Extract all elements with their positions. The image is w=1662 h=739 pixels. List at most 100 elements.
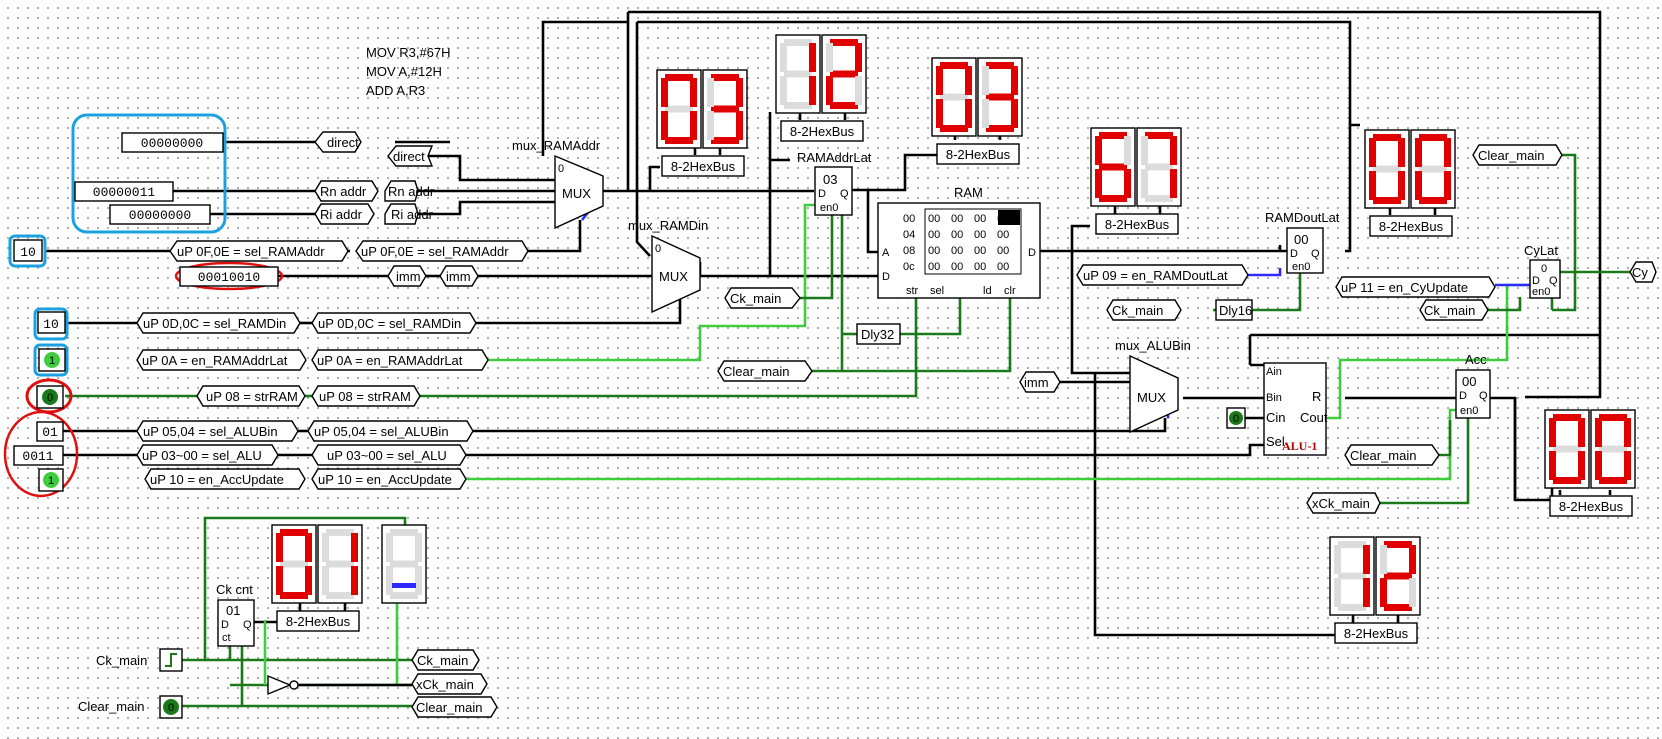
clock-wave-icon — [165, 653, 177, 667]
display-segment — [1011, 66, 1018, 95]
tunnel-label: uP 10 = en_AccUpdate — [150, 472, 284, 487]
display-segment — [690, 78, 697, 107]
ram-cell: 67 — [997, 213, 1009, 225]
hexbus-block[interactable] — [780, 120, 864, 142]
display-segment — [711, 74, 739, 81]
blue-highlight-frame — [33, 307, 69, 341]
display-segment — [690, 111, 697, 140]
tunnel-label: uP 0A = en_RAMAddrLat — [317, 353, 463, 368]
display-segment — [1095, 169, 1102, 198]
mux-ramdin[interactable] — [651, 234, 701, 314]
hex-display-acc: 8-2HexBus — [1544, 409, 1636, 517]
hexbus-block[interactable] — [276, 610, 360, 632]
display-segment — [1145, 132, 1173, 139]
pin-label: D — [1028, 247, 1036, 259]
component-label: mux_ALUBin — [1115, 338, 1191, 353]
en-ramaddrlat-value: 1 — [49, 355, 55, 367]
delay-32[interactable] — [856, 323, 901, 345]
alu-block[interactable] — [1263, 362, 1327, 456]
sel-ramaddr-pin[interactable] — [13, 239, 43, 262]
hexbus-block[interactable] — [661, 155, 745, 177]
hex-display-ram-din: 8-2HexBus — [1090, 127, 1182, 235]
tunnel-en-ramaddrlat — [311, 349, 489, 371]
hexbus-label: 8-2HexBus — [1105, 217, 1170, 232]
status-display — [381, 524, 427, 604]
tunnel-ck-main — [1106, 299, 1182, 321]
display-segment — [1363, 578, 1370, 607]
display-segment — [665, 137, 693, 144]
tunnel-ri-addr — [384, 203, 419, 225]
hex-display-alu: 8-2HexBus — [1329, 536, 1421, 644]
hexbus-block[interactable] — [1369, 215, 1453, 237]
sel-alu-pin[interactable] — [13, 445, 64, 466]
pin-label: sel — [930, 285, 944, 297]
hexbus-label: 8-2HexBus — [790, 124, 855, 139]
latch-value: 03 — [823, 172, 837, 187]
hexbus-block[interactable] — [1095, 213, 1179, 235]
display-segment — [351, 566, 358, 595]
ram-address-label: 0c — [903, 261, 915, 273]
accumulator[interactable] — [1455, 369, 1491, 419]
pin-label: D — [1290, 248, 1298, 260]
ram-address-label: 00 — [903, 213, 915, 225]
tunnel-ck-main — [724, 287, 801, 309]
tunnel-label: uP 08 = strRAM — [319, 389, 411, 404]
display-segment — [707, 78, 714, 107]
hexbus-block[interactable] — [1334, 622, 1418, 644]
mux-alubin[interactable] — [1129, 354, 1179, 434]
sel-alubin-value: 01 — [42, 425, 58, 440]
rn-input-pin[interactable] — [74, 181, 174, 202]
tunnel-strram — [311, 385, 421, 407]
tunnel-rn-addr — [384, 180, 419, 202]
pin-label: Q — [1479, 390, 1488, 402]
hexbus-label: 8-2HexBus — [671, 159, 736, 174]
mux-label: MUX — [562, 186, 591, 201]
pin-label: Bin — [1266, 392, 1282, 404]
cy-latch[interactable] — [1529, 259, 1561, 299]
display-segment — [1595, 451, 1602, 480]
tunnel-clear-main — [1344, 444, 1440, 466]
program-line: ADD A,R3 — [366, 83, 425, 98]
display-segment — [1549, 451, 1556, 480]
tunnel-label: Clear_main — [1478, 148, 1544, 163]
tunnel-label: uP 05,04 = sel_ALUBin — [143, 424, 278, 439]
not-gate-bubble — [289, 680, 299, 690]
direct-input-value: 00000000 — [141, 136, 203, 151]
tunnel-sel-alubin — [307, 420, 474, 442]
display-segment — [1384, 541, 1412, 548]
display-segment — [711, 137, 739, 144]
delay-16[interactable] — [1215, 299, 1253, 321]
display-segment — [1124, 136, 1131, 165]
sel-alubin-pin[interactable] — [36, 421, 64, 442]
direct-input-pin[interactable] — [121, 132, 224, 153]
display-segment — [1624, 451, 1631, 480]
display-segment — [326, 560, 354, 568]
display-segment — [1011, 99, 1018, 128]
display-segment — [280, 560, 308, 568]
component-label: RAM — [954, 185, 983, 200]
display-segment — [982, 99, 989, 128]
mux-ramaddr[interactable] — [554, 154, 604, 230]
tunnel-label: uP 0A = en_RAMAddrLat — [142, 353, 288, 368]
imm-input-pin[interactable] — [179, 266, 279, 287]
display-segment — [940, 125, 968, 132]
hexbus-block[interactable] — [1549, 495, 1633, 517]
tunnel-label: uP 08 = strRAM — [206, 389, 298, 404]
ri-input-pin[interactable] — [109, 204, 211, 225]
pin-label: en0 — [1460, 405, 1478, 417]
sel-ramdin-pin[interactable] — [37, 311, 66, 334]
latch-value: 00 — [1294, 232, 1308, 247]
ram-cell: 00 — [951, 245, 963, 257]
delay-label: Dly16 — [1219, 303, 1252, 318]
ram-addr-latch[interactable] — [814, 166, 853, 216]
hexbus-block[interactable] — [936, 143, 1020, 165]
pin-led — [43, 472, 59, 488]
display-segment — [940, 93, 968, 101]
clock-counter[interactable] — [217, 599, 255, 647]
display-segment — [784, 39, 812, 46]
not-gate[interactable] — [267, 674, 292, 696]
component-label: mux_RAMAddr — [512, 138, 601, 153]
ram-dout-latch[interactable] — [1286, 227, 1324, 274]
display-segment — [965, 99, 972, 128]
ram-cell: 00 — [974, 229, 986, 241]
